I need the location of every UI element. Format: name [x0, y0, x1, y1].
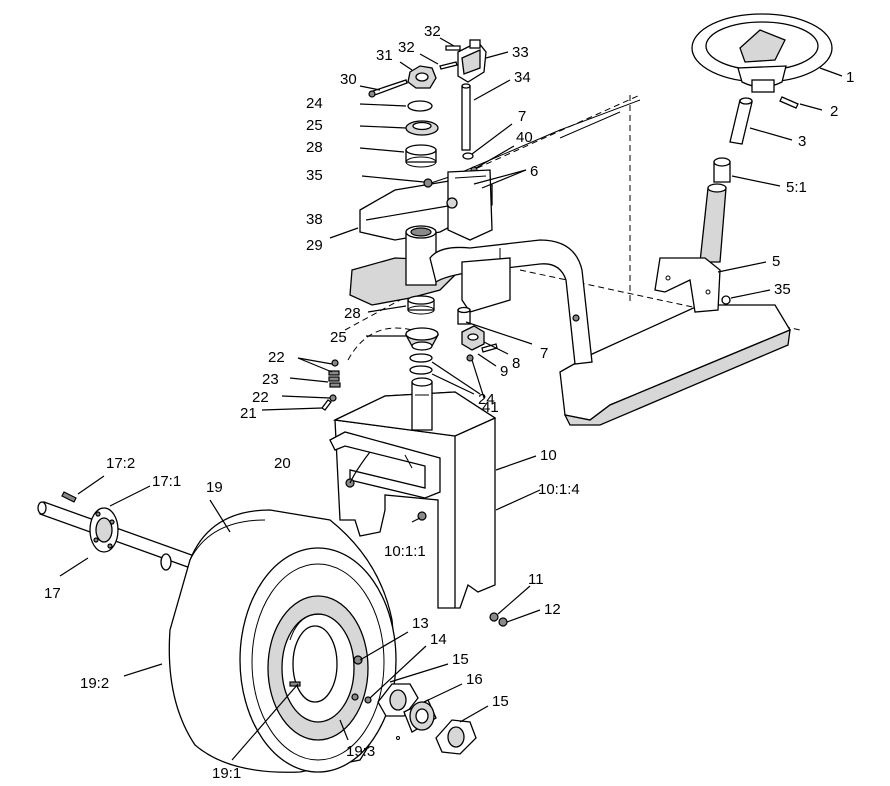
- nut-41: [466, 354, 474, 362]
- roll-pin: [779, 96, 799, 109]
- callout-17-2: 17:2: [106, 455, 135, 472]
- bolt-12: [498, 617, 508, 627]
- washer-upper: [407, 100, 433, 112]
- callout-17-1: 17:1: [152, 473, 181, 490]
- steering-wheel: [691, 13, 833, 93]
- bushing-7-upper: [462, 152, 474, 160]
- callout-29: 29: [306, 237, 323, 254]
- lock-nut-right: [721, 295, 731, 305]
- callout-24-upper: 24: [306, 95, 323, 112]
- callout-21: 21: [240, 405, 257, 422]
- washer-lower-2: [409, 365, 433, 375]
- callout-labels: 1 2 3 5:1 5 35 32 32 33 31 30 34 24 25 2…: [44, 23, 854, 782]
- steering-shaft-upper: [729, 97, 753, 145]
- callout-1: 1: [846, 69, 854, 86]
- callout-38: 38: [306, 211, 323, 228]
- callout-35-left: 35: [306, 167, 323, 184]
- callout-10-1-1: 10:1:1: [384, 543, 426, 560]
- callout-19: 19: [206, 479, 223, 496]
- bearing-upper: [405, 120, 439, 136]
- callout-15-upper: 15: [452, 651, 469, 668]
- callout-5: 5: [772, 253, 780, 270]
- race-upper: [405, 144, 437, 168]
- leader-lines: [59, 37, 843, 761]
- callout-22-upper: 22: [268, 349, 285, 366]
- steering-gear: [407, 65, 437, 89]
- callout-7-upper: 7: [518, 108, 526, 125]
- callout-25-lower: 25: [330, 329, 347, 346]
- pin-top: [445, 45, 461, 51]
- front-fork: [329, 377, 497, 609]
- callout-11: 11: [528, 571, 544, 588]
- callout-33: 33: [512, 44, 529, 61]
- callout-10-1-4: 10:1:4: [538, 481, 580, 498]
- callout-6: 6: [530, 163, 538, 180]
- callout-17: 17: [44, 585, 61, 602]
- bolt-17-2: [61, 491, 77, 503]
- bolt-head-30: [368, 90, 376, 98]
- callout-31: 31: [376, 47, 393, 64]
- callout-13: 13: [412, 615, 429, 632]
- callout-12: 12: [544, 601, 561, 618]
- callout-9: 9: [500, 363, 508, 380]
- bushing: [713, 157, 731, 183]
- washer-lower-1: [409, 353, 433, 363]
- callout-28-upper: 28: [306, 139, 323, 156]
- race-lower: [407, 295, 435, 315]
- callout-7-lower: 7: [540, 345, 548, 362]
- callout-16: 16: [466, 671, 483, 688]
- callout-32-mid: 32: [398, 39, 415, 56]
- callout-20: 20: [274, 455, 291, 472]
- callout-8: 8: [512, 355, 520, 372]
- nut-11: [489, 612, 499, 622]
- axle: [37, 501, 201, 571]
- callout-35-right: 35: [774, 281, 791, 298]
- universal-joint: [457, 39, 487, 83]
- hub-parts: [364, 683, 477, 755]
- foot-pan: [559, 304, 791, 426]
- callout-14: 14: [430, 631, 447, 648]
- bushing-7-lower: [457, 306, 471, 325]
- steering-column: [654, 183, 727, 313]
- callout-28-lower: 28: [344, 305, 361, 322]
- callout-2: 2: [830, 103, 838, 120]
- callout-3: 3: [798, 133, 806, 150]
- pin-mid: [439, 61, 458, 70]
- callout-40: 40: [516, 129, 533, 146]
- hardware-stack: [321, 359, 341, 411]
- bearing-lower: [404, 327, 440, 351]
- callout-22-lower: 22: [252, 389, 269, 406]
- nut-35-left: [423, 178, 433, 188]
- callout-23: 23: [262, 371, 279, 388]
- callout-19-2: 19:2: [80, 675, 109, 692]
- callout-15-lower: 15: [492, 693, 509, 710]
- pinion-gear: [461, 325, 485, 351]
- callout-24-lower: 24: [478, 391, 495, 408]
- front-wheel: [168, 509, 397, 773]
- callout-5-1: 5:1: [786, 179, 807, 196]
- callout-34: 34: [514, 69, 531, 86]
- steering-shaft: [461, 83, 471, 151]
- callout-25-upper: 25: [306, 117, 323, 134]
- callout-10: 10: [540, 447, 557, 464]
- callout-41: 41: [482, 399, 499, 416]
- callout-19-1: 19:1: [212, 765, 241, 782]
- callout-30: 30: [340, 71, 357, 88]
- callout-32-top: 32: [424, 23, 441, 40]
- callout-19-3: 19:3: [346, 743, 375, 760]
